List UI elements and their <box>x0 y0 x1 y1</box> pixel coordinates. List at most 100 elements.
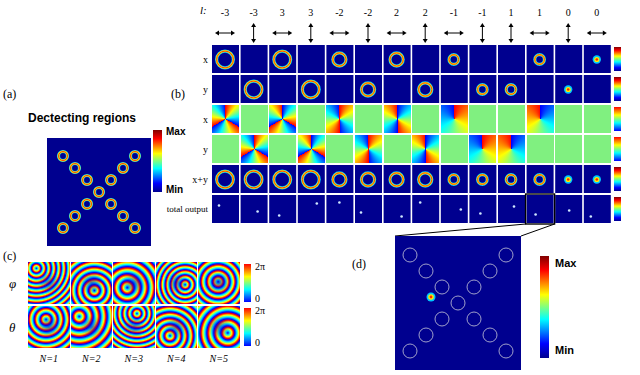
detect-ring <box>95 188 104 197</box>
polarization-arrow <box>366 23 371 43</box>
colorbar <box>540 256 549 358</box>
vortex-ring <box>419 173 432 186</box>
output-cell <box>326 195 353 223</box>
detect-ring <box>131 152 140 161</box>
detector-plane <box>395 236 521 370</box>
gaussian-spot <box>593 55 601 63</box>
colorbar-label: 2π <box>255 306 265 316</box>
detect-region-outline <box>419 264 433 278</box>
output-spot <box>568 209 571 212</box>
row-label: total output <box>167 205 208 214</box>
phase-map <box>156 306 198 348</box>
detect-region-outline <box>499 248 513 262</box>
polarization-arrow <box>272 31 292 36</box>
output-spot <box>590 215 593 218</box>
phase-cell <box>441 135 468 163</box>
row-label: x <box>203 115 208 125</box>
intensity-cell <box>326 45 353 73</box>
intensity-cell <box>441 75 468 103</box>
polarization-arrow <box>566 23 571 43</box>
topological-charge: 3 <box>308 8 313 18</box>
gaussian-spot <box>564 175 572 183</box>
intensity-cell <box>269 165 296 193</box>
intensity-cell <box>298 75 325 103</box>
phase-cell <box>298 135 325 163</box>
row-label: x+y <box>192 175 208 185</box>
phase-cell <box>241 135 268 163</box>
intensity-cell <box>326 75 353 103</box>
vortex-ring <box>449 175 459 185</box>
polarization-arrow <box>215 31 235 36</box>
output-cell <box>298 195 325 223</box>
panel-label: (d) <box>352 258 366 270</box>
colorbar-label: 2π <box>255 262 265 272</box>
topological-charge: -3 <box>221 8 229 18</box>
intensity-cell <box>355 165 382 193</box>
phase-cell <box>584 105 611 133</box>
series-label: N=4 <box>167 354 185 364</box>
detect-ring <box>107 200 116 209</box>
topological-charge: -3 <box>249 8 257 18</box>
topological-charge: 1 <box>509 8 514 18</box>
phase-cell <box>298 105 325 133</box>
output-spot <box>419 201 422 204</box>
vortex-ring <box>390 53 403 66</box>
vortex-ring <box>333 53 346 66</box>
phase-cell <box>441 105 468 133</box>
output-cell <box>412 195 439 223</box>
intensity-cell <box>412 165 439 193</box>
detect-region-outline <box>403 344 417 358</box>
colorbar-label: 0 <box>255 338 260 348</box>
colorbar-label: Max <box>555 258 576 269</box>
intensity-cell <box>384 165 411 193</box>
phase-cell <box>584 135 611 163</box>
detect-ring <box>83 176 92 185</box>
topological-charge: 3 <box>280 8 285 18</box>
intensity-cell <box>469 75 496 103</box>
topological-charge: 2 <box>423 8 428 18</box>
detect-region-outline <box>467 312 481 326</box>
intensity-cell <box>527 75 554 103</box>
output-spot <box>400 215 403 218</box>
vortex-ring <box>361 83 374 96</box>
phase-cell <box>412 105 439 133</box>
topological-charge: 1 <box>537 8 542 18</box>
colorbar <box>614 197 621 221</box>
phase-cell <box>527 135 554 163</box>
colorbar <box>614 107 621 131</box>
phase-cell <box>527 105 554 133</box>
vortex-ring <box>449 55 459 65</box>
row-label: θ <box>9 321 15 334</box>
topological-charge: -2 <box>335 8 343 18</box>
output-spot <box>460 208 463 211</box>
vortex-ring <box>217 51 234 68</box>
detect-ring <box>59 152 68 161</box>
intensity-cell <box>441 165 468 193</box>
polarization-arrow <box>444 31 464 36</box>
phase-map <box>71 306 113 348</box>
vortex-ring <box>478 85 488 95</box>
topological-charge: -1 <box>478 8 486 18</box>
panel-label: (c) <box>3 250 16 262</box>
intensity-cell <box>555 45 582 73</box>
colorbar-label: Min <box>166 185 183 195</box>
colorbar <box>614 167 621 191</box>
intensity-cell <box>584 45 611 73</box>
intensity-cell <box>584 75 611 103</box>
output-cell <box>355 195 382 223</box>
intensity-cell <box>241 75 268 103</box>
detect-region-outline <box>499 344 513 358</box>
output-spot <box>513 205 516 208</box>
intensity-cell <box>269 75 296 103</box>
output-cell <box>441 195 468 223</box>
axis-label: l: <box>200 5 207 16</box>
output-spot <box>479 212 482 215</box>
vortex-ring <box>506 175 516 185</box>
output-spot <box>218 204 221 207</box>
polarization-arrow <box>308 23 313 43</box>
phase-cell <box>384 135 411 163</box>
vortex-ring <box>419 83 432 96</box>
phase-map <box>28 306 70 348</box>
output-spot <box>256 210 259 213</box>
vortex-ring <box>245 81 262 98</box>
